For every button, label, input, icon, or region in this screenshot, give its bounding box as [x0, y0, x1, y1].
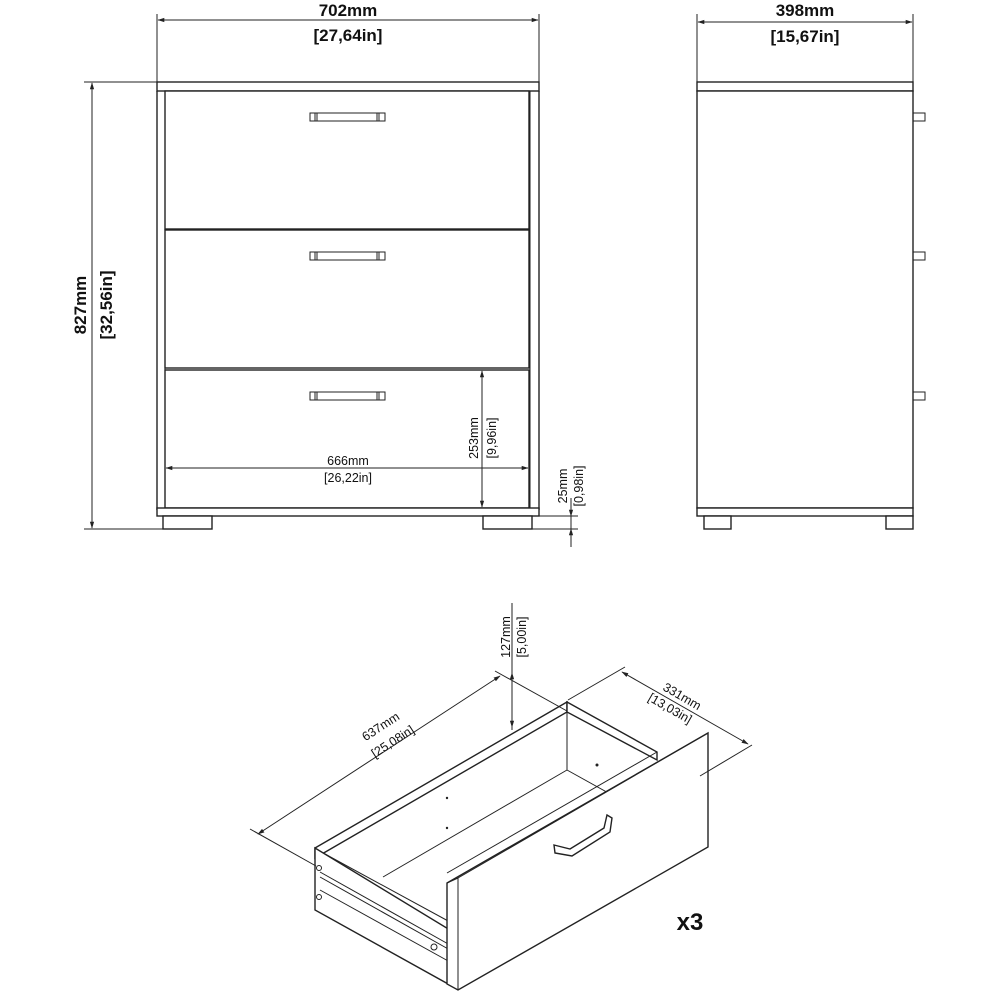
depth-mm-label: 398mm: [776, 1, 835, 20]
height-in-label: [32,56in]: [97, 271, 116, 340]
side-plinth: [696, 507, 914, 517]
side-leg-back: [703, 515, 732, 530]
drawer-isometric-view: 637mm [25,08in] 127mm [5,00in] 331mm [13…: [249, 603, 753, 991]
side-handle-icon: [912, 251, 926, 261]
drawer-handle-icon: [309, 251, 386, 261]
side-handle-icon: [912, 112, 926, 122]
height-mm-label: 827mm: [71, 276, 90, 335]
screw-icon: [316, 894, 322, 900]
drawer-width-dimension-line: [621, 671, 749, 745]
drawer-front-2: [164, 229, 530, 369]
plinth: [156, 507, 540, 517]
drawer-handle-icon: [309, 112, 386, 122]
depth-in-label: [15,67in]: [771, 27, 840, 46]
inner-width-mm-label: 666mm: [327, 454, 369, 468]
drawer-height-in-label: [5,00in]: [515, 616, 529, 657]
screw-icon: [316, 865, 322, 871]
top-panel: [156, 81, 540, 92]
screw-icon: [430, 943, 438, 951]
leg-height-in-label: [0,98in]: [572, 465, 586, 506]
side-top-panel: [696, 81, 914, 92]
quantity-label: x3: [677, 909, 704, 936]
drawer-height-in-label: [9,96in]: [485, 417, 499, 458]
side-handle-icon: [912, 391, 926, 401]
leg-right: [482, 515, 533, 530]
front-view: 702mm [27,64in]: [71, 1, 586, 547]
leg-height-mm-label: 25mm: [556, 469, 570, 504]
leg-left: [162, 515, 213, 530]
drawer-height-mm-label: 127mm: [499, 616, 513, 658]
side-panel: [696, 90, 914, 509]
width-mm-label: 702mm: [319, 1, 378, 20]
drawer-length-dimension-line: [257, 675, 501, 835]
side-leg-front: [885, 515, 914, 530]
width-in-label: [27,64in]: [314, 26, 383, 45]
drawer-handle-icon: [309, 391, 386, 401]
drawer-front-1: [164, 90, 530, 230]
drawer-handle-icon: [553, 813, 613, 857]
side-view: 398mm [15,67in]: [696, 1, 926, 530]
drawer-height-mm-label: 253mm: [467, 417, 481, 459]
inner-width-in-label: [26,22in]: [324, 471, 372, 485]
